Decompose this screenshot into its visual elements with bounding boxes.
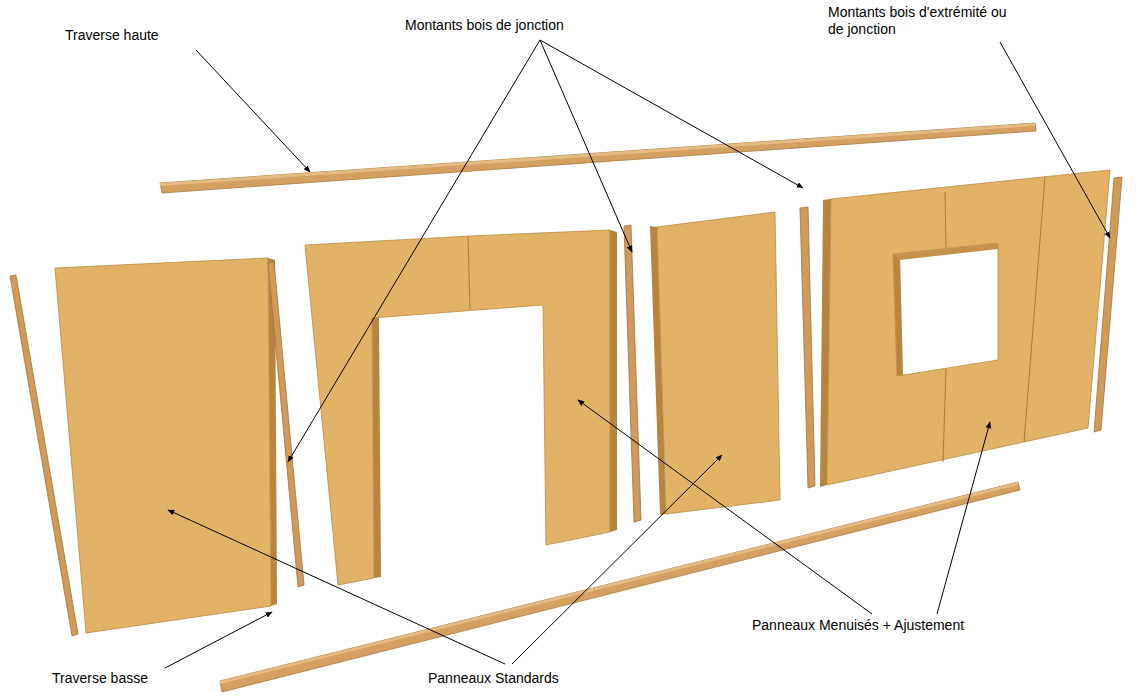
- junction-stud: [624, 225, 641, 522]
- junction-stud: [800, 207, 815, 488]
- part-label: Panneaux Standards: [428, 670, 559, 687]
- standard-panel: [650, 212, 780, 515]
- leader-line: [168, 510, 505, 664]
- end-stud: [1094, 177, 1122, 432]
- part-label: Traverse basse: [52, 670, 148, 687]
- door-panel: [305, 230, 617, 585]
- top-rail: [160, 123, 1036, 193]
- part-label: Traverse haute: [65, 27, 159, 44]
- part-label: Montants bois de jonction: [405, 17, 564, 34]
- leader-line: [1000, 42, 1110, 238]
- leader-line: [540, 40, 632, 252]
- leader-line: [196, 50, 310, 172]
- window-panel: [820, 170, 1110, 487]
- part-label: Montants bois d'extrémité ou de jonction: [828, 4, 1018, 38]
- leader-lines: [165, 40, 1110, 668]
- leader-line: [937, 422, 990, 614]
- leader-line: [578, 400, 872, 614]
- part-label: Panneaux Menuisés + Ajustement: [752, 617, 964, 634]
- junction-stud: [268, 262, 304, 587]
- leader-line: [288, 40, 540, 462]
- bottom-rail: [220, 482, 1020, 692]
- leader-line: [512, 455, 722, 664]
- leader-line: [165, 612, 272, 668]
- leader-line: [540, 40, 803, 188]
- standard-panel: [55, 258, 277, 633]
